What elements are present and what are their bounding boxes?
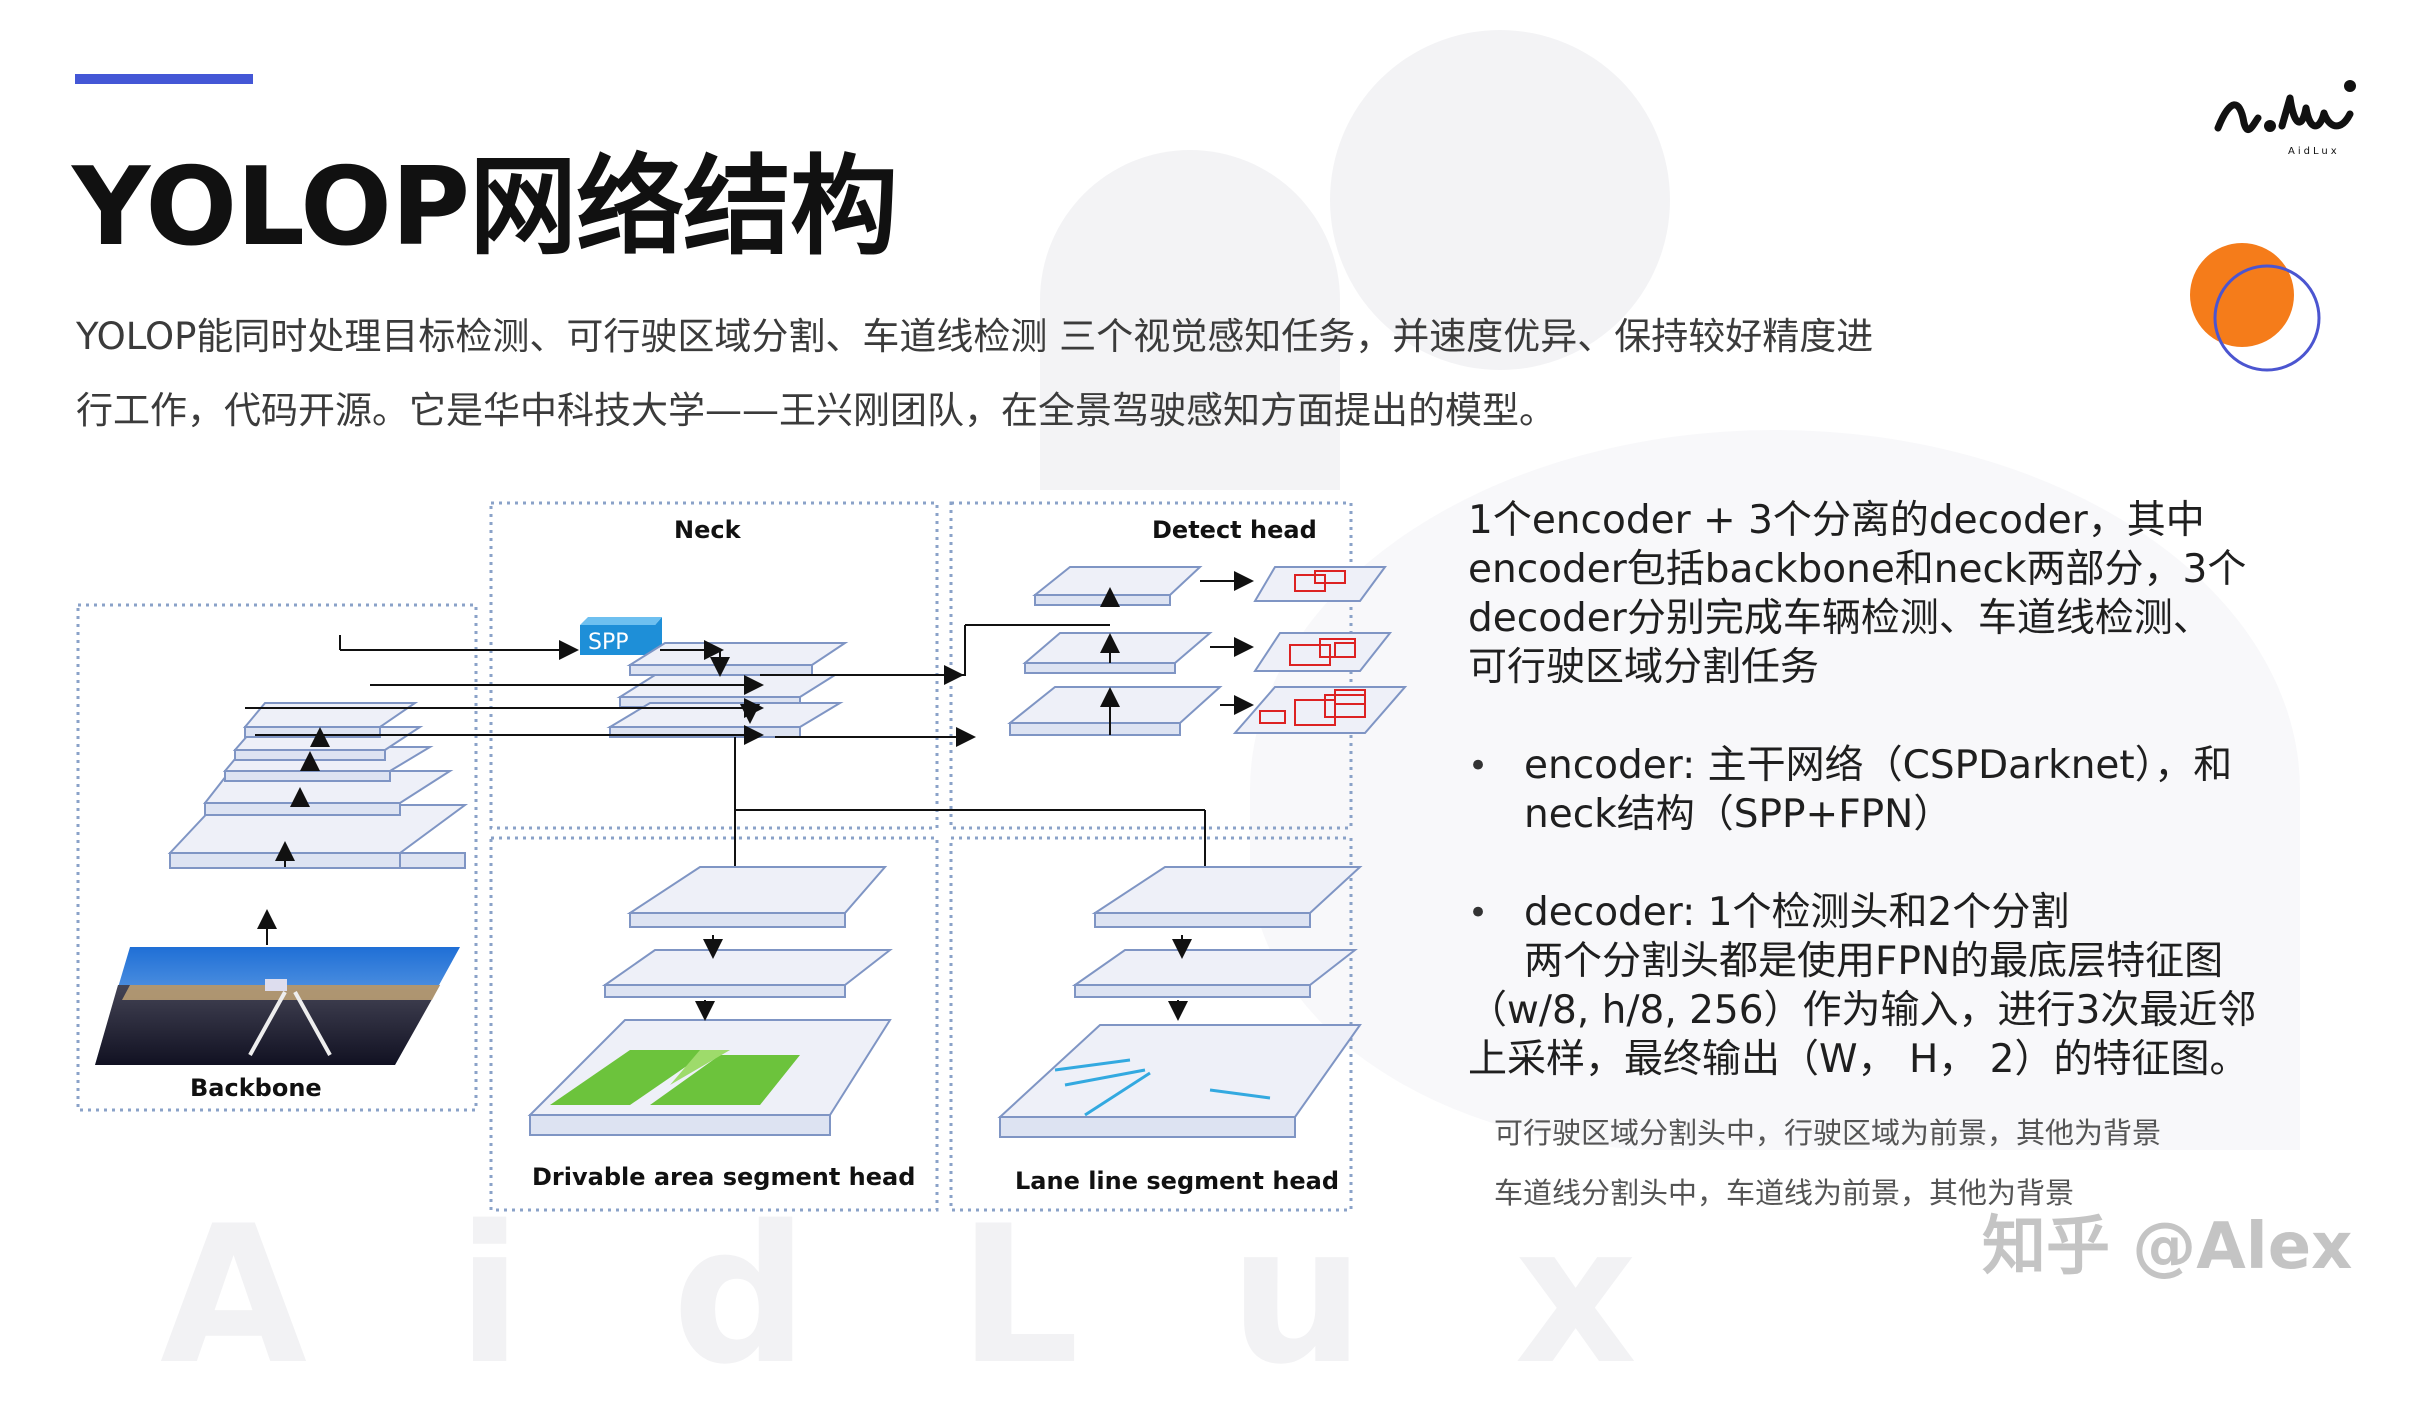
bullet-line: decoder: 1个检测头和2个分割 xyxy=(1524,890,2070,935)
aidlux-logo: AidLux xyxy=(2214,80,2356,157)
detect-layers xyxy=(1007,566,1223,736)
panel-drivable xyxy=(489,836,939,1212)
lane-mask xyxy=(1054,1058,1271,1117)
intro-text: YOLOP能同时处理目标检测、可行驶区域分割、车道线检测 三个视觉感知任务，并速… xyxy=(76,300,2076,448)
intro-line: 行工作，代码开源。它是华中科技大学——王兴刚团队，在全景驾驶感知方面提出的模型。 xyxy=(76,389,1556,432)
bullet-dot: • xyxy=(1468,746,1489,786)
bullet-line: neck结构（SPP+FPN） xyxy=(1524,792,1953,837)
backbone-layers xyxy=(167,702,469,869)
summary-line: 1个encoder + 3个分离的decoder，其中 xyxy=(1468,498,2205,543)
bullet-line: 上采样，最终输出（W， H， 2）的特征图。 xyxy=(1468,1037,2249,1082)
neck-layers xyxy=(606,642,849,738)
bullet-line: encoder: 主干网络（CSPDarknet），和 xyxy=(1524,743,2233,788)
intro-line: YOLOP能同时处理目标检测、可行驶区域分割、车道线检测 三个视觉感知任务，并速… xyxy=(76,315,1874,358)
summary-paragraph: 1个encoder + 3个分离的decoder，其中 encoder包括bac… xyxy=(1468,496,2298,692)
panel-neck xyxy=(489,501,939,830)
summary-line: 可行驶区域分割任务 xyxy=(1468,645,1820,690)
lane-layers xyxy=(997,866,1363,1138)
logo-text: AidLux xyxy=(2288,146,2340,157)
watermark-shape xyxy=(1330,30,1670,370)
encoder-bullet: encoder: 主干网络（CSPDarknet），和 neck结构（SPP+F… xyxy=(1524,741,2232,839)
label-backbone: Backbone xyxy=(190,1074,322,1102)
spp-block: SPP xyxy=(580,617,662,655)
label-spp: SPP xyxy=(588,630,629,655)
accent-bar xyxy=(75,74,253,84)
bullet-line: 两个分割头都是使用FPN的最底层特征图 xyxy=(1524,939,2224,984)
label-drivable-head: Drivable area segment head xyxy=(532,1163,915,1191)
yolop-architecture-diagram: Neck Detect head Backbone Drivable area … xyxy=(76,501,1408,1212)
label-neck: Neck xyxy=(674,516,742,544)
summary-line: encoder包括backbone和neck两部分，3个 xyxy=(1468,547,2247,592)
page-title: YOLOP网络结构 xyxy=(72,145,898,270)
note-drivable: 可行驶区域分割头中，行驶区域为前景，其他为背景 xyxy=(1494,1116,2162,1150)
bullet-dot: • xyxy=(1468,893,1489,933)
label-detect-head: Detect head xyxy=(1152,516,1317,544)
zhihu-watermark: 知乎 @Alex xyxy=(1982,1210,2353,1284)
decoder-bullet: decoder: 1个检测头和2个分割 两个分割头都是使用FPN的最底层特征图 … xyxy=(1468,888,2308,1084)
bullet-line: （w/8, h/8, 256）作为输入，进行3次最近邻 xyxy=(1468,988,2257,1033)
summary-line: decoder分别完成车辆检测、车道线检测、 xyxy=(1468,596,2212,641)
watermark-shape xyxy=(1040,150,1340,490)
drivable-mask xyxy=(550,1050,800,1105)
panel-backbone xyxy=(76,603,478,1112)
watermark-shape xyxy=(1250,430,2300,1150)
decorative-circles xyxy=(2190,243,2321,372)
label-lane-head: Lane line segment head xyxy=(1015,1167,1339,1195)
detect-outputs xyxy=(1232,566,1408,734)
road-image xyxy=(95,947,460,1065)
note-lane: 车道线分割头中，车道线为前景，其他为背景 xyxy=(1494,1176,2075,1210)
